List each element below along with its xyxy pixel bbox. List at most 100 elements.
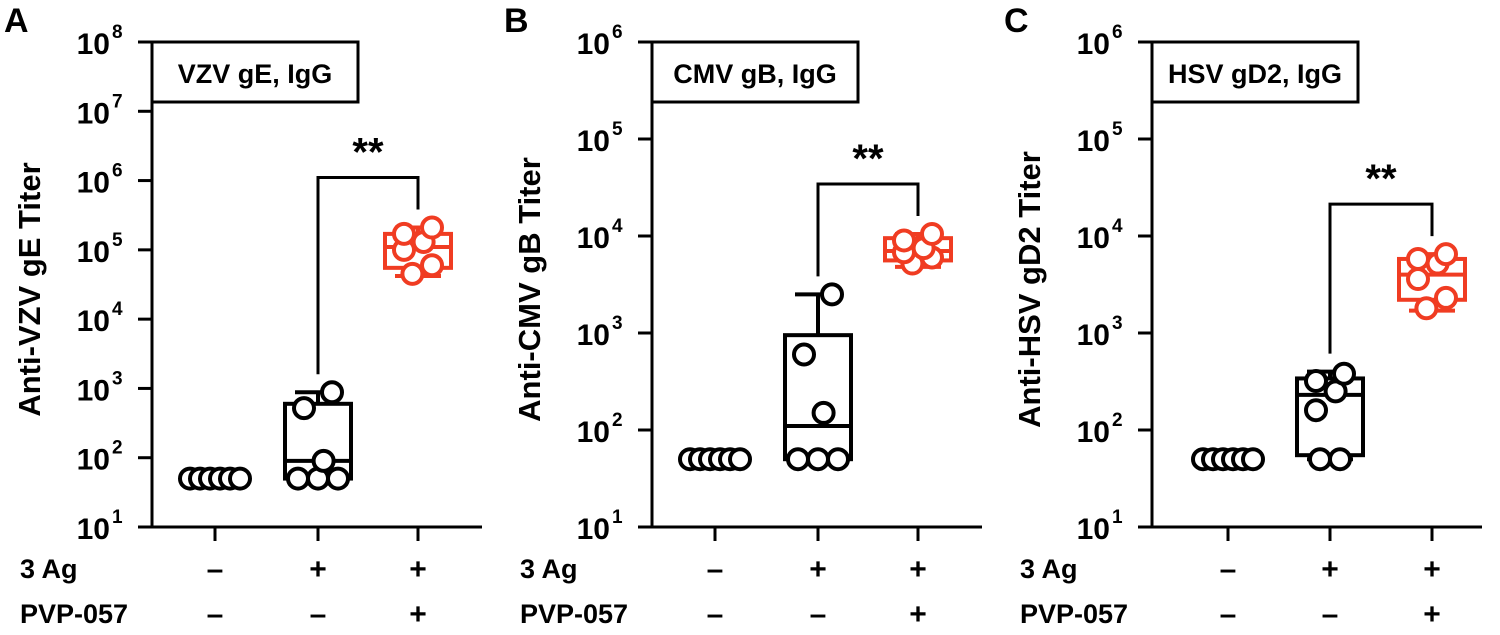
y-tick-label: 10 [1077,222,1110,255]
y-tick-exponent: 7 [112,91,123,112]
data-point [228,466,252,491]
condition-mark: – [207,553,224,586]
y-tick-label: 10 [577,319,610,352]
y-tick-exponent: 2 [612,410,623,431]
condition-mark: + [409,598,427,631]
chart-title: HSV gD2, IgG [1168,59,1342,89]
y-tick-exponent: 6 [612,22,623,43]
data-point [820,282,844,307]
data-point [286,466,310,491]
y-tick-label: 10 [77,97,110,130]
data-point [806,447,830,472]
significance-bracket [1328,202,1434,354]
panel-letter: C [1004,2,1029,40]
data-point [892,228,916,253]
y-tick-label: 10 [577,222,610,255]
condition-mark: – [1322,598,1339,631]
condition-mark: – [207,598,224,631]
condition-mark: + [1423,553,1441,586]
condition-row-label: 3 Ag [520,554,578,584]
condition-mark: + [1423,598,1441,631]
condition-row-label: PVP-057 [520,599,628,629]
condition-mark: – [707,553,724,586]
data-point [1308,447,1332,472]
condition-mark: – [707,598,724,631]
panel-letter: A [4,2,29,40]
condition-row-label: 3 Ag [20,554,78,584]
y-tick-label: 10 [1077,125,1110,158]
data-point [420,253,444,278]
title-box [650,40,860,104]
y-tick-label: 10 [77,167,110,200]
data-point [1332,361,1356,386]
data-point [1304,369,1328,394]
chart-title: VZV gE, IgG [178,59,333,89]
y-tick-exponent: 5 [612,119,623,140]
y-tick-exponent: 1 [112,507,123,528]
data-point [420,215,444,240]
condition-mark: + [409,553,427,586]
title-box [150,40,360,104]
y-tick-label: 10 [77,236,110,269]
y-tick-exponent: 3 [112,368,123,389]
y-tick-label: 10 [1077,513,1110,546]
y-tick-label: 10 [577,28,610,61]
significance-bracket [816,182,920,277]
chart-title: CMV gB, IgG [673,59,837,89]
y-tick-label: 10 [577,513,610,546]
y-axis-label: Anti-HSV gD2 Titer [1012,151,1047,428]
data-point [728,447,752,472]
condition-row-label: PVP-057 [1020,599,1128,629]
group-2 [1295,361,1365,472]
y-tick-exponent: 4 [612,216,623,237]
y-tick-label: 10 [1077,28,1110,61]
data-point [1304,398,1328,423]
y-tick-exponent: 4 [112,299,123,320]
y-tick-label: 10 [77,305,110,338]
panel-letter: B [504,2,529,40]
title-box [1150,40,1360,104]
condition-mark: + [909,598,927,631]
y-tick-label: 10 [1077,416,1110,449]
significance-label: ** [1365,157,1397,201]
data-point [826,447,850,472]
condition-row-label: 3 Ag [1020,554,1078,584]
condition-mark: – [310,598,327,631]
condition-mark: + [909,553,927,586]
data-point [1414,296,1439,321]
condition-mark: – [810,598,827,631]
significance-label: ** [852,137,884,181]
y-tick-exponent: 2 [1112,410,1123,431]
data-point [1434,285,1458,310]
y-tick-label: 10 [577,416,610,449]
y-tick-label: 10 [77,374,110,407]
group-1 [1191,447,1265,472]
y-tick-exponent: 3 [1112,313,1123,334]
group-3 [383,215,453,286]
group-2 [783,282,853,472]
y-tick-exponent: 1 [1112,507,1123,528]
data-point [811,400,836,425]
y-tick-label: 10 [77,444,110,477]
data-point [292,396,316,421]
y-tick-exponent: 5 [112,230,123,251]
group-1 [178,466,252,491]
significance-label: ** [352,131,384,175]
group-3 [1397,242,1467,321]
y-axis-label: Anti-CMV gB Titer [512,157,547,422]
data-point [326,466,350,491]
condition-mark: – [1220,553,1237,586]
y-tick-exponent: 4 [1112,216,1123,237]
y-tick-exponent: 3 [612,313,623,334]
y-tick-label: 10 [1077,319,1110,352]
significance-bracket [316,176,420,375]
y-tick-label: 10 [577,125,610,158]
group-3 [883,221,953,276]
condition-mark: – [1220,598,1237,631]
data-point [786,447,810,472]
data-point [1406,246,1430,271]
condition-mark: + [309,553,327,586]
data-point [320,380,344,405]
